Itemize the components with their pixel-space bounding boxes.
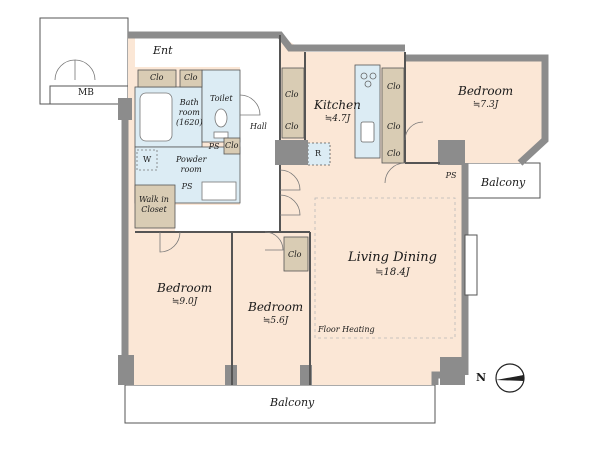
- bathtub: [139, 92, 173, 142]
- closet-label: Clo: [387, 82, 401, 91]
- pipe-shaft-label: PS: [181, 182, 193, 191]
- closet: [137, 69, 177, 88]
- closet-label: Clo: [225, 141, 239, 150]
- closet-label: Clo: [387, 122, 401, 131]
- stove-burner: [364, 80, 372, 88]
- hall-area: [240, 67, 280, 232]
- powder-room-label: Powder room: [176, 155, 207, 174]
- interior-walls: [135, 35, 440, 385]
- entry-area: [135, 35, 280, 67]
- ent-label: Ent: [153, 44, 173, 57]
- balcony-south-area: [124, 384, 436, 424]
- bedroom-ne-label: Bedroom ≒7.3J: [458, 84, 514, 110]
- closet-label: Clo: [285, 90, 299, 99]
- bedroom-s-label: Bedroom ≒5.6J: [248, 300, 304, 326]
- bay-window: [464, 234, 478, 296]
- refrigerator-label: R: [315, 149, 322, 158]
- toilet-area: [201, 69, 241, 143]
- kitchen-label: Kitchen ≒4.7J: [314, 98, 361, 124]
- floor-heating-label: Floor Heating: [318, 325, 375, 334]
- north-arrow-icon: [495, 363, 525, 393]
- walk-in-closet-area: [134, 184, 176, 229]
- toilet-label: Toilet: [210, 94, 233, 103]
- bedroom-sw-label: Bedroom ≒9.0J: [157, 281, 213, 307]
- balcony-east-area: [464, 162, 541, 199]
- closet-label: Clo: [285, 122, 299, 131]
- washer-label: W: [143, 155, 152, 164]
- kitchen-counter: [354, 64, 381, 159]
- north-label: N: [476, 371, 487, 384]
- stove-burner: [360, 72, 368, 80]
- living-dining-label: Living Dining ≒18.4J: [348, 250, 437, 278]
- vanity: [201, 181, 237, 201]
- closet: [283, 236, 309, 272]
- closet-label: Clo: [288, 250, 302, 259]
- hall-label: Hall: [250, 122, 267, 131]
- floor-heating-zone: [314, 197, 456, 339]
- closet-label: Clo: [150, 73, 164, 82]
- bathroom-label: Bath room (1620): [176, 98, 203, 127]
- door-swings: [54, 59, 424, 253]
- pipe-shaft-label: PS: [445, 171, 457, 180]
- toilet-bowl: [214, 108, 228, 128]
- closet: [179, 69, 203, 88]
- mb-label: MB: [78, 88, 94, 98]
- balcony-south-label: Balcony: [270, 396, 315, 409]
- closet-label: Clo: [387, 149, 401, 158]
- walk-in-closet-label: Walk in Closet: [139, 195, 169, 214]
- structural-columns: [118, 98, 465, 385]
- toilet-tank: [213, 131, 229, 139]
- balcony-east-label: Balcony: [481, 176, 526, 189]
- pipe-shaft-label: PS: [208, 142, 220, 151]
- kitchen-sink: [360, 121, 375, 143]
- hall-lower-area: [175, 205, 280, 232]
- closet-label: Clo: [184, 73, 198, 82]
- closet: [223, 137, 241, 155]
- washer: [136, 149, 158, 171]
- stove-burner: [369, 72, 377, 80]
